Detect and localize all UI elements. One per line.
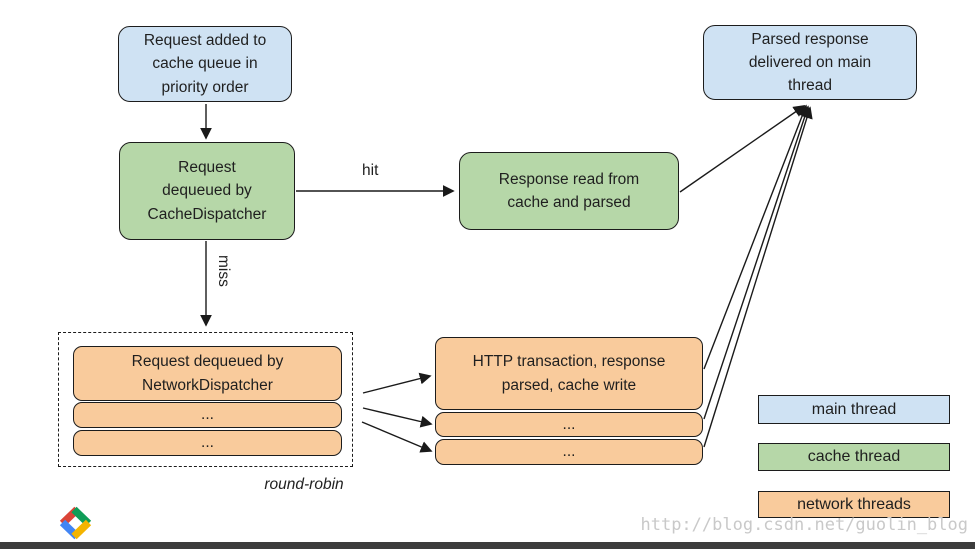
logo-yellow-stroke bbox=[71, 519, 92, 540]
node-cache-dispatcher: Request dequeued by CacheDispatcher bbox=[119, 142, 295, 240]
bottom-bar bbox=[0, 542, 975, 549]
node-parsed-response: Parsed response delivered on main thread bbox=[703, 25, 917, 100]
edge-cache-to-main bbox=[679, 105, 806, 193]
node-http-transaction: HTTP transaction, response parsed, cache… bbox=[435, 337, 703, 410]
node-response-read: Response read from cache and parsed bbox=[459, 152, 679, 230]
edge-roundrobin-3 bbox=[361, 421, 433, 453]
google-developers-logo-icon bbox=[59, 506, 92, 540]
edge-network2-to-main bbox=[703, 105, 811, 420]
legend-cache-thread: cache thread bbox=[758, 443, 950, 471]
network-dispatcher-group bbox=[58, 332, 353, 467]
node-network-dispatcher-more-1: ... bbox=[73, 402, 342, 428]
legend-main-thread: main thread bbox=[758, 395, 950, 424]
legend-network-threads: network threads bbox=[758, 491, 950, 518]
node-network-dispatcher-more-2: ... bbox=[73, 430, 342, 456]
edge-roundrobin-2 bbox=[362, 407, 433, 428]
edge-label-miss: miss bbox=[215, 255, 232, 287]
round-robin-label: round-robin bbox=[264, 476, 344, 493]
node-request-added: Request added to cache queue in priority… bbox=[118, 26, 292, 102]
edge-roundrobin-1 bbox=[362, 372, 432, 394]
node-http-transaction-more-2: ... bbox=[435, 439, 703, 465]
edge-label-hit: hit bbox=[362, 162, 379, 179]
node-network-dispatcher: Request dequeued by NetworkDispatcher bbox=[73, 346, 342, 401]
edge-network1-to-main bbox=[703, 104, 808, 370]
node-http-transaction-more-1: ... bbox=[435, 412, 703, 437]
watermark-url: http://blog.csdn.net/guolin_blog bbox=[640, 515, 968, 535]
